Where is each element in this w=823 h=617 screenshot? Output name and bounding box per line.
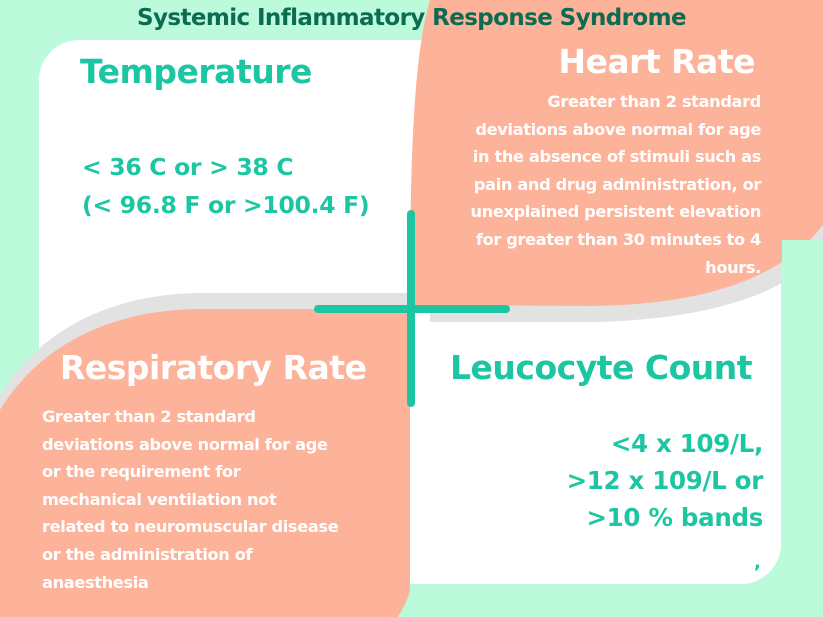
- trailing-comma: ,: [754, 552, 761, 573]
- respiratory-rate-description: Greater than 2 standard deviations above…: [42, 407, 339, 592]
- leucocyte-count-heading: Leucocyte Count: [450, 348, 753, 387]
- heart-rate-blob: [410, 0, 823, 306]
- leucocyte-count-value: <4 x 109/L, >12 x 109/L or >10 % bands: [566, 429, 764, 532]
- respiratory-rate-heading: Respiratory Rate: [60, 348, 367, 387]
- temperature-heading: Temperature: [80, 52, 312, 91]
- page-title: Systemic Inflammatory Response Syndrome: [137, 5, 687, 31]
- cross-divider-icon: [314, 210, 510, 407]
- temperature-value: < 36 C or > 38 C (< 96.8 F or >100.4 F): [82, 153, 370, 219]
- heart-rate-description: Greater than 2 standard deviations above…: [470, 92, 762, 277]
- heart-rate-heading: Heart Rate: [558, 42, 755, 81]
